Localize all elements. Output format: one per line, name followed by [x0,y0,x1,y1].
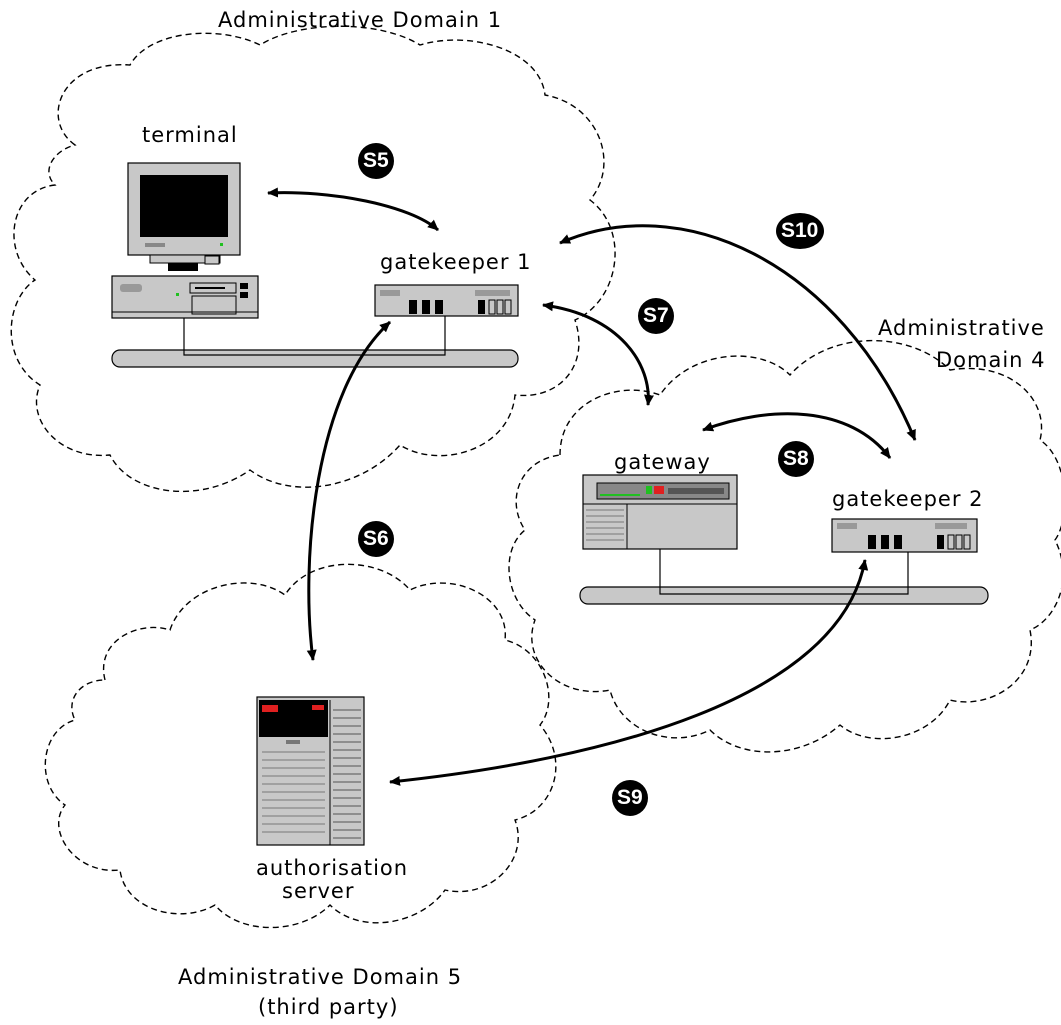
domain-5-label-line1: Administrative Domain 5 [178,965,463,989]
authorisation-server-device [256,696,365,846]
gateway-device [582,474,738,550]
domain-4-label-line2: Domain 4 [936,348,1046,372]
step-badge-s9: S9 [612,780,648,816]
step-badge-s10: S10 [776,213,824,249]
step-badge-s5: S5 [358,143,394,179]
domain-1-bus [111,349,519,368]
arrow-s6 [306,320,392,661]
gatekeeper-2-device [831,518,978,553]
domain-4-label-line1: Administrative [878,316,1045,340]
arrow-s10 [559,224,917,441]
step-badge-s6: S6 [358,521,394,557]
domain-5-label-line2: (third party) [258,995,399,1019]
terminal-computer [111,162,259,319]
domain-1-label: Administrative Domain 1 [218,8,503,32]
step-badge-s8: S8 [778,441,814,477]
arrow-s8 [702,412,892,459]
gateway-label: gateway [614,450,711,474]
terminal-label: terminal [142,123,238,147]
arrow-s9 [389,559,869,786]
gatekeeper-1-label: gatekeeper 1 [380,250,532,274]
domain-1-cloud [10,25,616,493]
domain-4-bus [579,586,989,605]
domain-1-bus-connection [183,316,446,356]
domain-5-cloud [44,563,557,929]
authorisation-server-label-line2: server [282,879,355,903]
gatekeeper-1-device [374,284,519,317]
gatekeeper-2-label: gatekeeper 2 [832,487,984,511]
arrow-s7 [542,301,654,406]
step-badge-s7: S7 [638,298,674,334]
arrow-s5 [267,187,439,232]
authorisation-server-label-line1: authorisation [256,856,409,880]
